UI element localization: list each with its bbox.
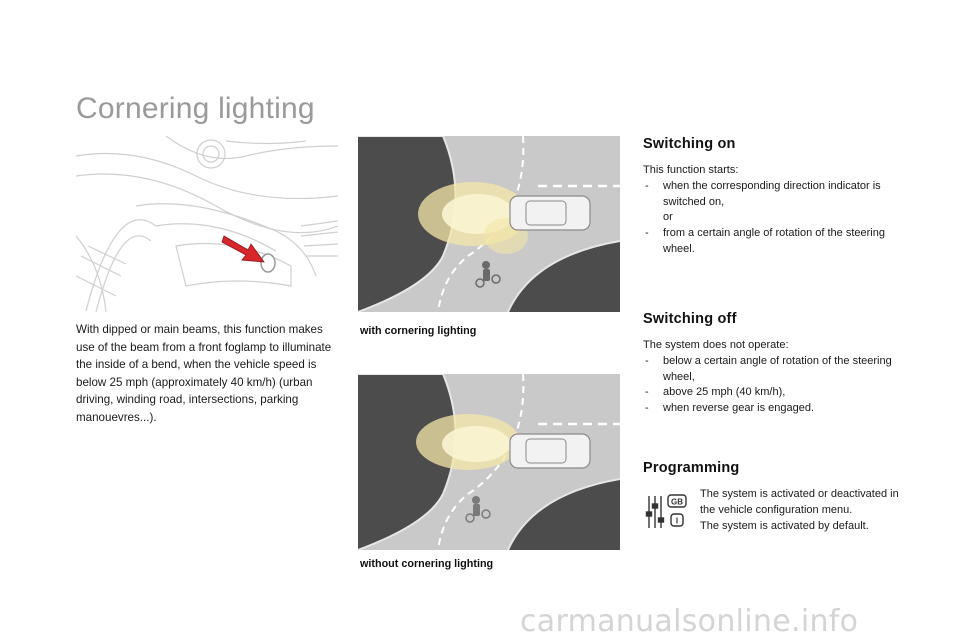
switching-on-intro: This function starts: (643, 164, 739, 176)
list-item: - from a certain angle of rotation of th… (643, 226, 913, 258)
switching-off-intro: The system does not operate: (643, 339, 789, 351)
icon-badge-top: GB (671, 498, 683, 507)
heading-switching-on: Switching on (643, 136, 736, 152)
bullet-dash: - (645, 386, 649, 399)
heading-switching-off: Switching off (643, 311, 737, 327)
list-item-text: when reverse gear is engaged. (663, 402, 815, 415)
icon-badge-bottom: I (676, 517, 678, 526)
road-without-cornering-illustration (358, 374, 620, 550)
bullet-dash: - (645, 402, 649, 415)
caption-without-cornering: without cornering lighting (360, 558, 494, 570)
list-item-text: from a certain angle of rotation of the … (663, 227, 885, 255)
list-item: - above 25 mph (40 km/h), (643, 385, 913, 401)
configuration-menu-icon: GB I (645, 494, 687, 528)
list-item: - below a certain angle of rotation of t… (643, 354, 913, 386)
list-item-text: above 25 mph (40 km/h), (663, 386, 786, 399)
list-item-text: below a certain angle of rotation of the… (663, 354, 892, 383)
watermark: carmanualsonline.info (520, 604, 859, 639)
section-programming: Programming (643, 460, 913, 487)
list-item: - when the corresponding direction indic… (643, 179, 913, 211)
list-item: - when reverse gear is engaged. (643, 401, 913, 417)
bullet-dash: - (645, 179, 649, 192)
caption-with-cornering: with cornering lighting (360, 325, 477, 337)
bullet-dash: - (645, 227, 649, 240)
car-front-illustration (76, 136, 338, 312)
switching-on-or: or (663, 211, 673, 224)
programming-line-2: The system is activated by default. (700, 519, 869, 532)
bullet-dash: - (645, 354, 649, 367)
programming-line-1: The system is activated or deactivated i… (700, 488, 899, 516)
switching-on-list: - when the corresponding direction indic… (643, 179, 913, 211)
page-title: Cornering lighting (76, 92, 315, 125)
list-item-text: when the corresponding direction indicat… (663, 179, 881, 208)
heading-programming: Programming (643, 460, 740, 476)
intro-paragraph: With dipped or main beams, this function… (76, 323, 332, 424)
pointer-arrow-icon (221, 235, 265, 263)
section-switching-off: Switching off The system does not operat… (643, 311, 913, 417)
programming-text: The system is activated or deactivated i… (700, 487, 900, 534)
section-switching-on: Switching on This function starts: - whe… (643, 136, 913, 258)
switching-off-list: - below a certain angle of rotation of t… (643, 354, 913, 417)
road-with-cornering-illustration (358, 136, 620, 312)
